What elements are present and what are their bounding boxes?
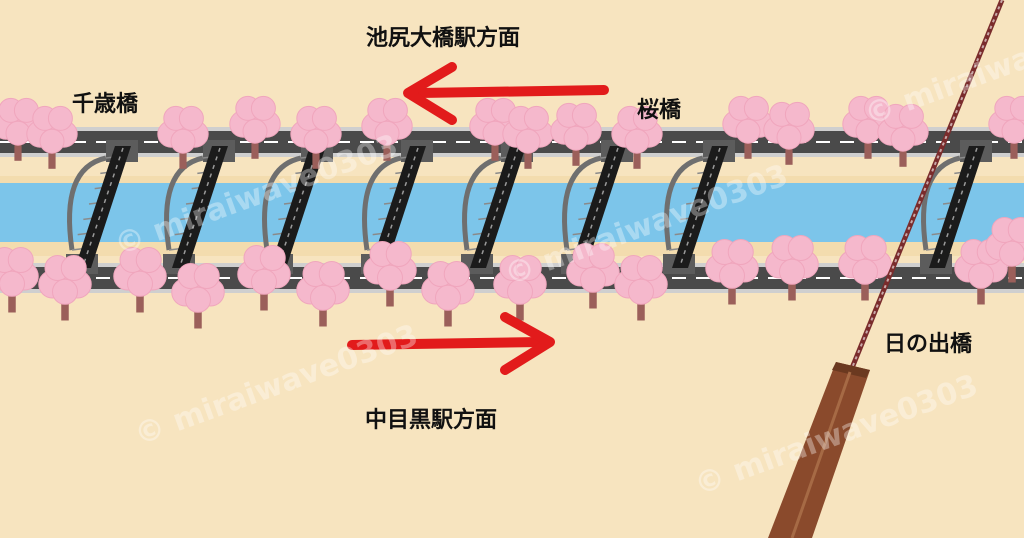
cherry-blossom-tree-icon [705,239,759,305]
left-arrow-icon [403,62,609,125]
cherry-blossom-tree-icon [290,105,342,169]
cherry-blossom-tree-icon [611,105,663,169]
cherry-blossom-tree-icon [171,263,225,329]
rope-icon [849,0,1005,369]
cherry-blossom-tree-icon [421,261,475,327]
cherry-blossom-tree-icon [0,97,44,161]
cherry-blossom-tree-icon [26,105,78,169]
cherry-blossom-tree-icon [550,102,602,166]
cherry-blossom-tree-icon [988,95,1024,159]
direction-label-bottom: 中目黒駅方面 [365,408,498,433]
cherry-blossom-tree-icon [985,217,1024,283]
cherry-blossom-tree-icon [38,255,92,321]
cherry-blossom-tree-icon [502,105,554,169]
arch-bridge-icon [663,140,735,274]
cherry-blossom-tree-icon [0,247,39,313]
cherry-blossom-tree-icon [566,243,620,309]
cherry-blossom-tree-icon [113,247,167,313]
right-arrow-icon [347,312,555,375]
bridge-label-hinode: 日の出橋 [884,332,973,357]
cherry-blossom-tree-icon [838,235,892,301]
arch-bridge-icon [261,140,333,274]
bridge-label-chitose: 千歳橋 [72,92,139,117]
cherry-blossom-tree-icon [361,97,413,161]
direction-label-top: 池尻大橋駅方面 [366,26,521,51]
bridge-label-sakura: 桜橋 [637,98,682,123]
cherry-blossom-tree-icon [237,245,291,311]
arch-bridge-icon [561,140,633,274]
cherry-blossom-tree-icon [765,235,819,301]
cherry-blossom-tree-icon [229,95,281,159]
cherry-blossom-tree-icon [954,239,1008,305]
cherry-blossom-tree-icon [296,261,350,327]
wooden-post-icon [768,362,870,538]
cherry-blossom-tree-icon [722,95,774,159]
cherry-blossom-tree-icon [763,101,815,165]
cherry-blossom-tree-icon [157,105,209,169]
cherry-blossom-tree-icon [877,103,929,167]
arch-bridge-icon [920,140,992,274]
cherry-blossom-tree-icon [493,255,547,321]
cherry-blossom-tree-icon [363,241,417,307]
cherry-blossom-tree-icon [614,255,668,321]
